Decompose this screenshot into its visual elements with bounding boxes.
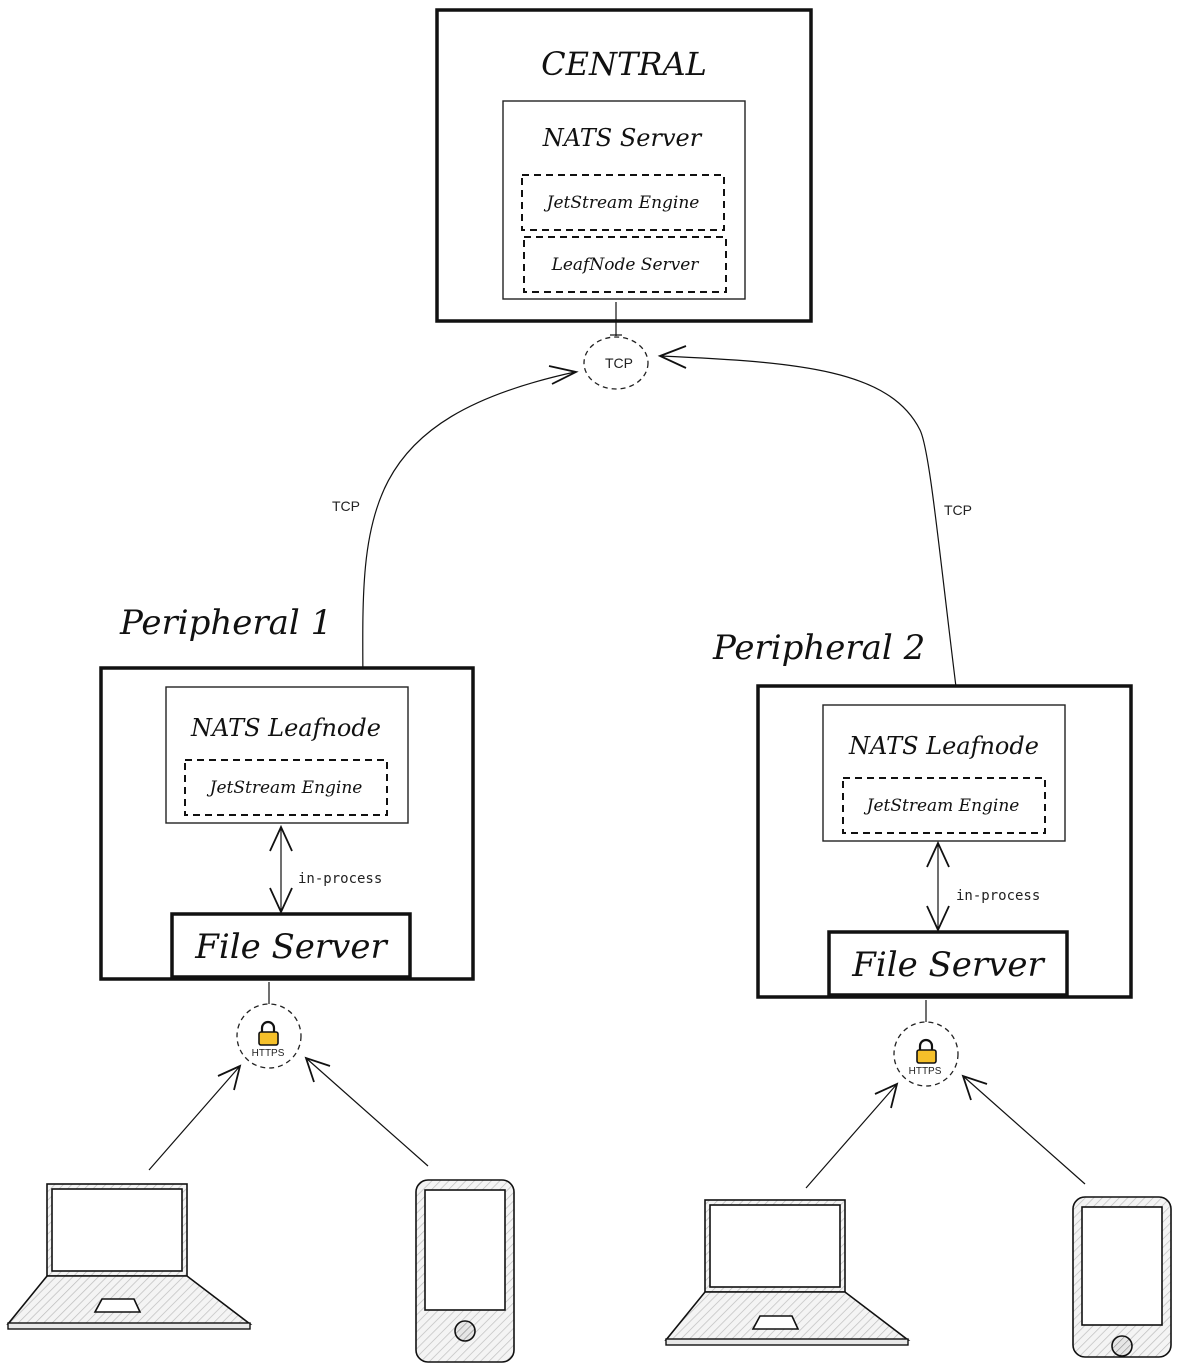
- peripheral1-phone-arrow: [305, 1057, 429, 1167]
- laptop1-screen: [51, 1188, 183, 1272]
- peripheral1-leafnode-label: NATS Leafnode: [190, 714, 381, 742]
- peripheral2-title: Peripheral 2: [712, 628, 925, 668]
- peripheral1-jetstream-label: JetStream Engine: [207, 778, 363, 798]
- peripheral2-leafnode-label: NATS Leafnode: [848, 732, 1039, 760]
- phone2-screen: [1081, 1206, 1163, 1326]
- left-tcp-arrowhead: [548, 365, 579, 385]
- central-jetstream-box: [521, 174, 725, 231]
- peripheral1-file-server-label: File Server: [194, 927, 388, 967]
- peripheral2-node: NATS Leafnode JetStream Engine in-proces…: [756, 684, 1133, 999]
- central-title: CENTRAL: [541, 45, 707, 83]
- peripheral2-phone-arrowhead: [961, 1074, 988, 1101]
- central-node: CENTRAL NATS Server JetStream Engine Lea…: [435, 8, 813, 323]
- central-leafnode-server-box: [523, 236, 727, 293]
- left-tcp-link: [362, 371, 576, 689]
- laptop2-screen: [709, 1204, 841, 1288]
- phone-icon: [415, 1179, 515, 1363]
- peripheral2-laptop-arrowhead: [874, 1082, 899, 1109]
- tcp-hub: TCP: [583, 336, 649, 390]
- phone1-home-button: [454, 1320, 476, 1342]
- tcp-hub-circle: [583, 336, 649, 390]
- peripheral2-https-label: HTTPS: [909, 1066, 942, 1077]
- peripheral1-title: Peripheral 1: [119, 603, 332, 643]
- peripheral2-jetstream-label: JetStream Engine: [864, 796, 1020, 816]
- central-jetstream-label: JetStream Engine: [544, 193, 700, 213]
- peripheral2-https: HTTPS: [893, 1021, 959, 1087]
- peripheral1-https: HTTPS: [236, 1003, 302, 1069]
- peripheral2-phone-arrow: [962, 1075, 1086, 1185]
- right-tcp-label: TCP: [944, 502, 972, 518]
- peripheral1-laptop-arrow: [148, 1065, 241, 1171]
- tcp-hub-label: TCP: [605, 355, 633, 371]
- left-tcp-label: TCP: [332, 498, 360, 514]
- laptop1-touchpad: [93, 1298, 142, 1313]
- right-tcp-arrowhead: [657, 345, 687, 369]
- peripheral1-inprocess-label: in-process: [298, 871, 382, 887]
- peripheral2-file-server-label: File Server: [851, 945, 1045, 985]
- peripheral1-arrow-down: [269, 887, 293, 915]
- peripheral1-https-label: HTTPS: [252, 1048, 285, 1059]
- peripheral1-file-server-box: [170, 912, 412, 979]
- peripheral2-jetstream-box: [842, 777, 1046, 834]
- peripheral1-jetstream-box: [184, 759, 388, 816]
- central-nats-server-label: NATS Server: [542, 124, 703, 152]
- laptop-icon: [6, 1183, 253, 1330]
- phone-icon: [1072, 1196, 1172, 1358]
- phone2-home-button: [1111, 1335, 1133, 1357]
- peripheral2-laptop-arrow: [805, 1083, 898, 1189]
- peripheral2-arrow-down: [926, 905, 950, 933]
- phone1-screen: [424, 1189, 506, 1311]
- peripheral2-inprocess-label: in-process: [956, 888, 1040, 904]
- peripheral1-arrow-up: [269, 824, 293, 852]
- lock-icon: [916, 1038, 937, 1064]
- peripheral1-laptop-arrowhead: [217, 1064, 242, 1091]
- laptop-icon: [664, 1199, 911, 1346]
- peripheral2-arrow-up: [926, 840, 950, 868]
- peripheral2-file-server-box: [827, 930, 1069, 997]
- right-tcp-link: [659, 355, 959, 704]
- laptop2-touchpad: [751, 1315, 800, 1330]
- peripheral1-phone-arrowhead: [304, 1056, 331, 1083]
- peripheral1-node: NATS Leafnode JetStream Engine in-proces…: [99, 666, 475, 981]
- central-leafnode-server-label: LeafNode Server: [551, 255, 700, 275]
- lock-icon: [258, 1020, 279, 1046]
